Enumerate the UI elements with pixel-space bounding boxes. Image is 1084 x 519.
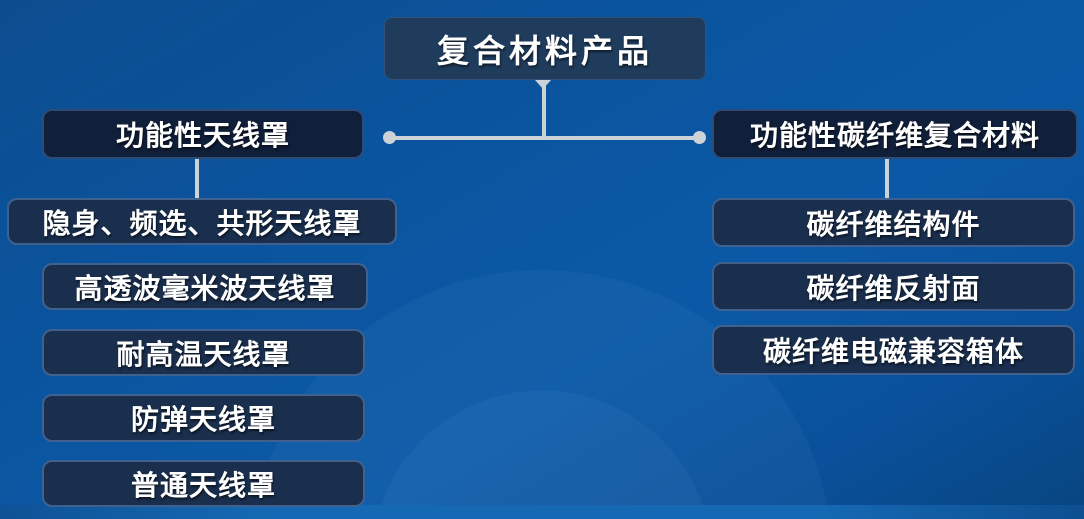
connector-right-branch-stem	[885, 158, 889, 200]
branch-header-radome: 功能性天线罩	[42, 109, 364, 159]
branch-item-mmwave-radome: 高透波毫米波天线罩	[42, 263, 368, 310]
branch-header-carbon-fiber: 功能性碳纤维复合材料	[712, 109, 1078, 159]
connector-dot-left	[383, 131, 396, 144]
branch-item-bulletproof-radome: 防弹天线罩	[42, 394, 365, 442]
branch-item-cf-emc-box: 碳纤维电磁兼容箱体	[712, 325, 1075, 375]
connector-dot-right	[693, 131, 706, 144]
root-node: 复合材料产品	[384, 17, 706, 80]
connector-left-branch-stem	[195, 158, 199, 200]
branch-item-cf-reflector: 碳纤维反射面	[712, 262, 1075, 311]
branch-item-hightemp-radome: 耐高温天线罩	[42, 329, 365, 376]
connector-root-stem	[542, 86, 546, 138]
connector-horizontal-line	[390, 136, 700, 140]
branch-item-cf-structural: 碳纤维结构件	[712, 198, 1075, 247]
connector-arrowhead	[535, 80, 551, 89]
background-bottom-band	[0, 505, 1084, 519]
branch-item-ordinary-radome: 普通天线罩	[42, 460, 365, 507]
branch-item-stealth-radome: 隐身、频选、共形天线罩	[7, 198, 397, 245]
